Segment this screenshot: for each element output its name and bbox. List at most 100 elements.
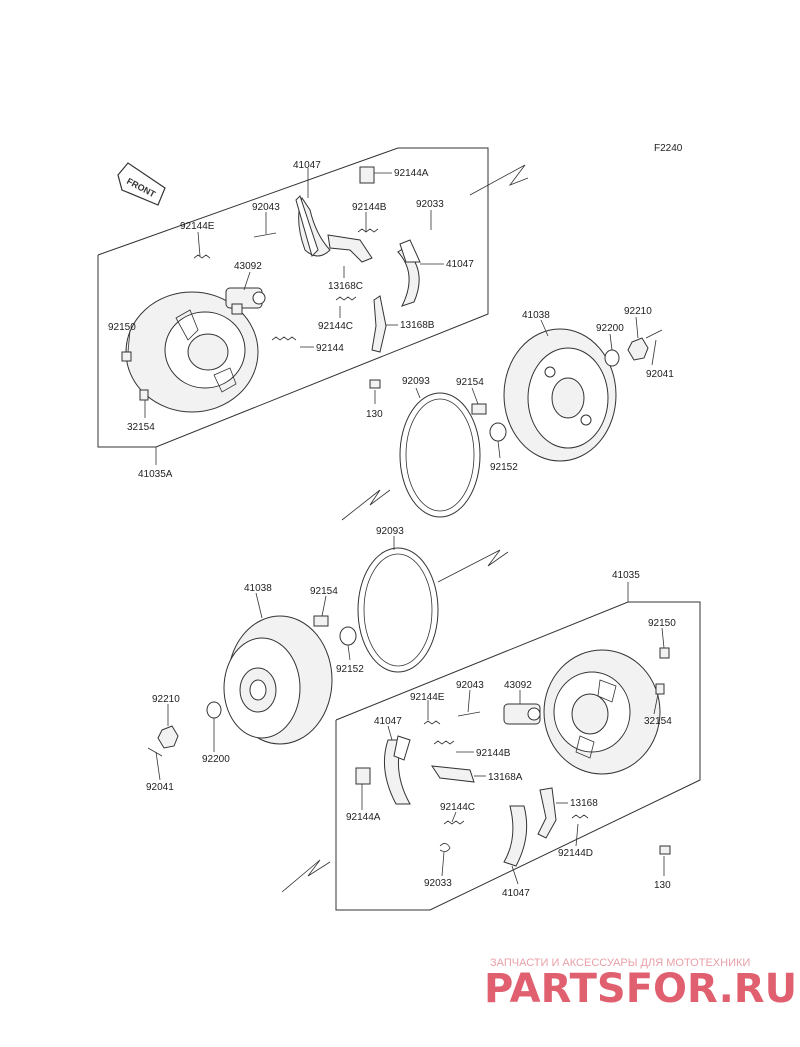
label-13168B: 13168B	[400, 320, 435, 331]
label-92144: 92144	[316, 343, 344, 354]
pin-lower	[457, 711, 481, 717]
spring-lower-c	[443, 820, 465, 825]
label-92043-lower: 92043	[456, 680, 484, 691]
brake-shoe-lower-b	[503, 805, 528, 867]
label-41047-b: 41047	[446, 259, 474, 270]
brake-shoe-upper-a	[295, 195, 331, 257]
hub-bolt-lower	[313, 615, 329, 627]
label-92144D-lower: 92144D	[558, 848, 593, 859]
washer-lower	[206, 701, 222, 719]
label-92150-lower: 92150	[648, 618, 676, 629]
nut-upper	[627, 337, 649, 361]
watermark-tagline: ЗАПЧАСТИ И АКСЕССУАРЫ ДЛЯ МОТОТЕХНИКИ	[490, 957, 750, 969]
spring-lower-d	[571, 814, 589, 819]
bolt-lower-32154	[655, 683, 665, 695]
pin-upper	[253, 232, 277, 238]
spring-upper-c	[335, 296, 357, 301]
watermark: ЗАПЧАСТИ И АКСЕССУАРЫ ДЛЯ МОТОТЕХНИКИ PA…	[484, 957, 797, 1012]
brake-shoe-lower-a	[383, 735, 411, 805]
label-92154-lower: 92154	[310, 586, 338, 597]
label-41047-lower: 41047	[374, 716, 402, 727]
lever-lower-a	[430, 765, 475, 783]
bolt-upper-130	[369, 379, 381, 389]
label-41035A: 41035A	[138, 469, 173, 480]
label-92033-lower: 92033	[424, 878, 452, 889]
o-ring-lower	[357, 547, 439, 673]
label-41047-lower-b: 41047	[502, 888, 530, 899]
o-ring-upper	[399, 392, 481, 518]
figure-code: F2240	[654, 143, 683, 154]
label-92041-lower: 92041	[146, 782, 174, 793]
cotter-pin-lower	[147, 747, 163, 757]
label-92041: 92041	[646, 369, 674, 380]
label-41038-lower: 41038	[244, 583, 272, 594]
label-92043: 92043	[252, 202, 280, 213]
label-32154: 32154	[127, 422, 155, 433]
label-92144E-lower: 92144E	[410, 692, 445, 703]
bolt-upper-32154	[139, 389, 149, 401]
label-92144A-lower: 92144A	[346, 812, 381, 823]
label-43092: 43092	[234, 261, 262, 272]
bolt-lower-92150	[659, 647, 670, 659]
label-41038: 41038	[522, 310, 550, 321]
label-32154-lower: 32154	[644, 716, 672, 727]
lever-upper-c	[327, 234, 373, 263]
brake-panel-lower	[543, 649, 661, 775]
lever-lower-13168	[537, 787, 557, 839]
cotter-pin-upper	[645, 329, 663, 339]
upper-assembly	[97, 147, 663, 521]
label-92210: 92210	[624, 306, 652, 317]
lower-assembly	[147, 536, 701, 911]
part-labels: 41047 92144A 92043 92144B 92033 92144E 4…	[108, 160, 676, 899]
label-92152-lower: 92152	[336, 664, 364, 675]
spring-upper-e	[193, 254, 211, 259]
front-arrow-icon: FRONT	[117, 162, 166, 206]
label-92152: 92152	[490, 462, 518, 473]
label-41047: 41047	[293, 160, 321, 171]
label-92144B: 92144B	[352, 202, 387, 213]
label-13168-lower: 13168	[570, 798, 598, 809]
bolt-lower-130	[659, 845, 671, 855]
label-92150: 92150	[108, 322, 136, 333]
brake-shoe-upper-b	[397, 239, 421, 307]
label-13168A-lower: 13168A	[488, 772, 523, 783]
snap-ring-lower	[439, 843, 451, 852]
wheel-cylinder-lower	[503, 703, 541, 725]
brake-drum-lower	[223, 615, 333, 745]
label-92093: 92093	[402, 376, 430, 387]
label-43092-lower: 43092	[504, 680, 532, 691]
label-92144A: 92144A	[394, 168, 429, 179]
label-92144E: 92144E	[180, 221, 215, 232]
hub-bolt-upper	[471, 403, 487, 415]
brake-panel-upper	[125, 291, 259, 413]
label-92144C-lower: 92144C	[440, 802, 475, 813]
label-92144C: 92144C	[318, 321, 353, 332]
label-92200-lower: 92200	[202, 754, 230, 765]
brake-drum-upper	[503, 328, 617, 462]
spring-lower-e	[423, 720, 441, 725]
label-13168C: 13168C	[328, 281, 363, 292]
clip-upper	[359, 166, 375, 184]
seal-upper	[489, 422, 507, 442]
washer-upper	[604, 349, 620, 367]
label-92033: 92033	[416, 199, 444, 210]
label-130: 130	[366, 409, 383, 420]
spring-upper-b	[357, 228, 379, 233]
nut-lower	[157, 725, 179, 749]
spring-upper-main	[271, 336, 297, 341]
label-41035: 41035	[612, 570, 640, 581]
label-92154: 92154	[456, 377, 484, 388]
label-92144B-lower: 92144B	[476, 748, 511, 759]
label-92093-lower: 92093	[376, 526, 404, 537]
wheel-cylinder-upper	[225, 287, 266, 315]
label-92200: 92200	[596, 323, 624, 334]
upper-frame	[97, 147, 489, 448]
label-92210-lower: 92210	[152, 694, 180, 705]
bolt-upper-92150	[121, 351, 132, 362]
lever-upper-b	[371, 295, 387, 353]
spring-lower-b	[433, 740, 455, 745]
clip-lower	[355, 767, 371, 785]
seal-lower	[339, 626, 357, 646]
watermark-brand: PARTSFOR.RU	[484, 966, 797, 1012]
